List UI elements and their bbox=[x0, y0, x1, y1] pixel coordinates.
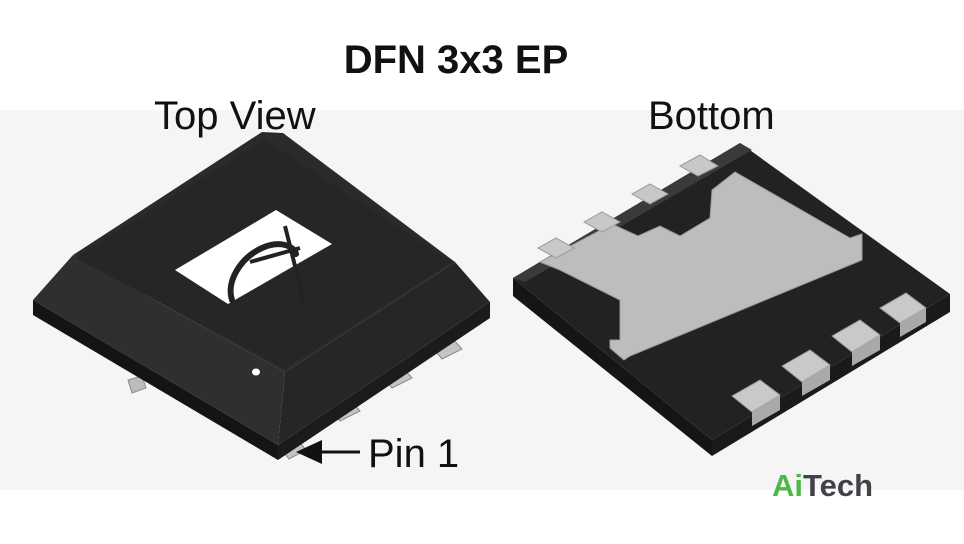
top-view-package bbox=[33, 132, 490, 460]
pin1-dot bbox=[252, 368, 260, 376]
top-package-side-right bbox=[278, 302, 490, 460]
brand-logo-part2: Tech bbox=[803, 468, 874, 503]
brand-logo-part1: Ai bbox=[772, 468, 803, 503]
bottom-view-package bbox=[513, 143, 950, 456]
bottom-package-side-left bbox=[513, 278, 712, 456]
bottom-lead-3 bbox=[831, 319, 881, 366]
exposed-pad bbox=[538, 171, 863, 361]
top-view-label: Top View bbox=[154, 94, 316, 138]
top-package-bevel-left bbox=[33, 255, 285, 445]
logo-a-stroke bbox=[283, 225, 306, 303]
bottom-lead-2 bbox=[781, 349, 831, 396]
logo-plate bbox=[175, 210, 332, 304]
page-title: DFN 3x3 EP bbox=[343, 38, 569, 82]
top-package-bevel-right bbox=[278, 262, 490, 445]
pin1-arrow bbox=[296, 440, 360, 464]
logo-a-bar bbox=[249, 246, 301, 264]
pad-finger-3 bbox=[630, 183, 670, 205]
top-package-side-left bbox=[33, 300, 278, 460]
bottom-package-side-right bbox=[712, 294, 950, 456]
pad-finger-4 bbox=[678, 154, 720, 177]
pin1-label: Pin 1 bbox=[368, 432, 460, 476]
brand-logo: AiTech bbox=[772, 468, 873, 504]
bottom-view-label: Bottom bbox=[648, 94, 775, 138]
bottom-lead-1 bbox=[731, 379, 781, 426]
pad-finger-2 bbox=[582, 211, 622, 233]
bottom-lead-4 bbox=[879, 292, 927, 337]
top-lead-left bbox=[127, 375, 147, 394]
pad-finger-1 bbox=[536, 237, 576, 259]
